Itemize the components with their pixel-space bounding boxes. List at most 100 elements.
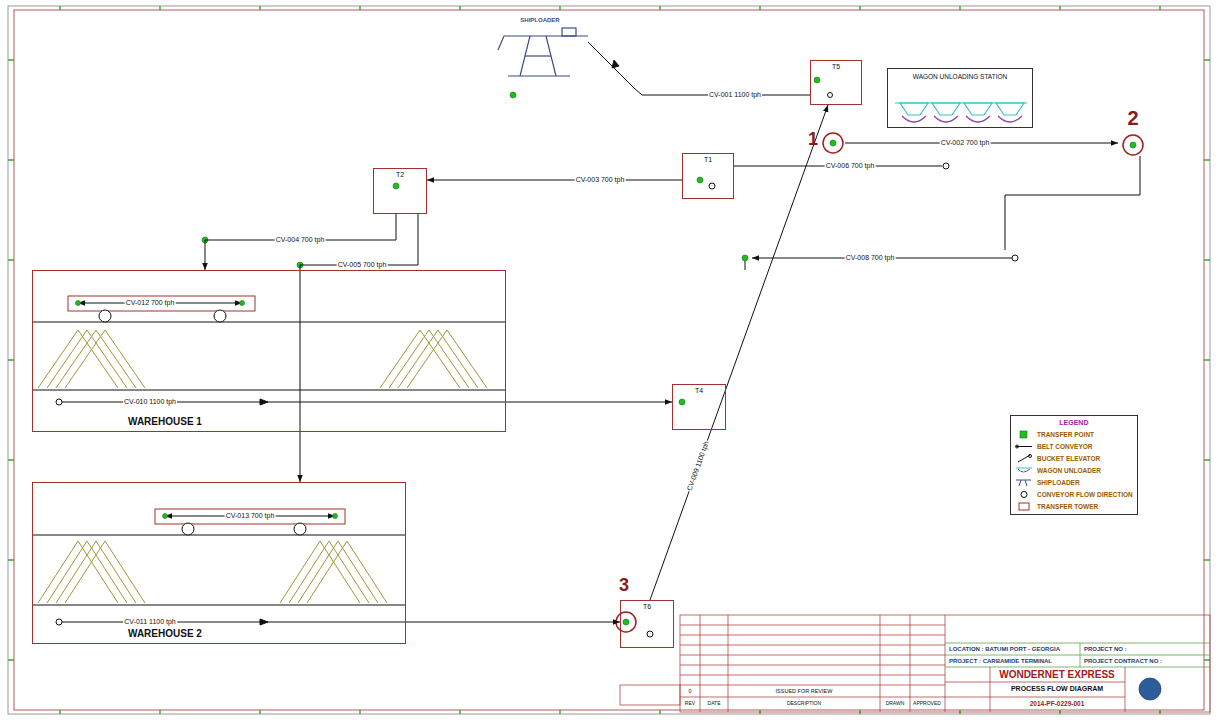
legend-label: WAGON UNLOADER xyxy=(1037,467,1101,474)
company-logo xyxy=(1139,678,1161,700)
table-cell: APPROVED xyxy=(912,701,942,707)
legend-symbol xyxy=(1019,503,1029,510)
conveyor xyxy=(427,180,682,181)
transfer-point xyxy=(333,514,338,519)
shuttle-wheel xyxy=(294,523,306,535)
title-block xyxy=(620,615,1210,712)
callout-circle xyxy=(1123,135,1143,155)
tail-pulley xyxy=(1012,255,1018,261)
stockpile xyxy=(380,330,460,388)
revision-rows xyxy=(680,625,945,697)
frame-tick xyxy=(359,6,361,10)
legend-sample xyxy=(1015,442,1033,451)
legend-row: BUCKET ELEVATOR xyxy=(1015,454,1133,463)
callout-number: 1 xyxy=(807,130,819,150)
frame-tick xyxy=(1204,559,1210,561)
transfer-point xyxy=(697,177,703,183)
revision-columns xyxy=(700,615,945,712)
table-cell: 0 xyxy=(687,688,692,694)
conveyor-label: CV-001 1100 tph xyxy=(708,91,762,99)
title-field: LOCATION : BATUMI PORT - GEORGIA xyxy=(948,646,1061,653)
conveyor-label: CV-013 700 tph xyxy=(225,512,276,520)
frame-tick xyxy=(459,710,461,714)
warehouse-divider xyxy=(32,605,406,606)
conveyor-label: CV-010 1100 tph xyxy=(123,398,177,406)
legend-title: LEGEND xyxy=(1015,419,1133,427)
title-field: PROJECT : CARBAMIDE TERMINAL xyxy=(948,658,1053,665)
legend-label: CONVEYOR FLOW DIRECTION xyxy=(1037,491,1133,498)
legend-sample xyxy=(1015,466,1033,475)
frame-tick xyxy=(8,459,14,461)
conveyor-label: CV-003 700 tph xyxy=(575,176,626,184)
shuttle-frame xyxy=(68,296,255,311)
frame-tick xyxy=(8,559,14,561)
conveyor-line xyxy=(1005,156,1140,250)
callout-circle xyxy=(823,133,843,153)
conveyor-label: CV-005 700 tph xyxy=(337,261,388,269)
legend-row: BELT CONVEYOR xyxy=(1015,442,1133,451)
stockpile xyxy=(398,330,478,388)
frame-tick xyxy=(8,59,14,61)
frame-tick xyxy=(1159,6,1161,10)
shiploader-boom xyxy=(498,36,588,50)
stockpile xyxy=(56,330,136,388)
legend-symbol xyxy=(1016,445,1033,448)
frame-tick xyxy=(159,6,161,10)
table-cell: REV xyxy=(684,701,696,707)
legend-label: BELT CONVEYOR xyxy=(1037,443,1093,450)
frame-tick xyxy=(1204,459,1210,461)
conveyor xyxy=(406,622,620,623)
frame-tick xyxy=(59,6,61,10)
title-field: PROJECT CONTRACT NO : xyxy=(1083,658,1163,665)
transfer-tower: T2 xyxy=(373,168,427,214)
table-cell: DATE xyxy=(707,701,722,707)
node-label: WAREHOUSE 1 xyxy=(128,416,202,427)
stockpile xyxy=(389,330,469,388)
conveyor-label: CV-009 1100 tph xyxy=(685,440,711,493)
drawing-number: 2014-PF-0229-001 xyxy=(1029,700,1086,707)
shiploader-symbol xyxy=(498,28,588,76)
stockpile xyxy=(407,330,487,388)
flow-arrow xyxy=(260,399,268,405)
conveyor-label: CV-012 700 tph xyxy=(125,299,176,307)
flow-arrow xyxy=(260,619,268,625)
frame-tick xyxy=(759,6,761,10)
warehouse-divider xyxy=(32,535,406,536)
drawing-frame xyxy=(8,6,1210,714)
frame-tick xyxy=(959,6,961,10)
node-label: T4 xyxy=(695,387,703,395)
stockpile xyxy=(289,541,369,603)
callout-circles xyxy=(616,133,1143,632)
legend-symbol xyxy=(1016,480,1031,486)
tail-pulley xyxy=(709,183,715,189)
transfer-point xyxy=(679,399,685,405)
unloading-station: WAGON UNLOADING STATION xyxy=(887,68,1033,128)
stockpile xyxy=(280,541,360,603)
title-rows xyxy=(945,667,1125,712)
frame-tick xyxy=(1204,59,1210,61)
conveyor-label: CV-002 700 tph xyxy=(940,139,991,147)
transfer-tower: T5 xyxy=(810,60,862,105)
tail-pulley xyxy=(56,399,62,405)
legend-symbol xyxy=(1018,469,1030,472)
transfer-point xyxy=(76,301,81,306)
shuttle-wheel xyxy=(99,310,111,322)
frame-tick xyxy=(1204,259,1210,261)
title-field: PROJECT NO : xyxy=(1083,646,1128,653)
frame-tick xyxy=(8,259,14,261)
conveyor-label: CV-006 700 tph xyxy=(825,162,876,170)
stockpile xyxy=(298,541,378,603)
frame-tick xyxy=(259,710,261,714)
conveyor xyxy=(205,214,396,270)
frame-tick xyxy=(8,159,14,161)
frame-tick xyxy=(159,710,161,714)
table-cell: DRAWN xyxy=(885,701,906,707)
inner-frame xyxy=(14,10,1204,710)
conveyor-label: CV-004 700 tph xyxy=(275,236,326,244)
conveyor-label: CV-011 1100 tph xyxy=(123,618,177,626)
legend-row: CONVEYOR FLOW DIRECTION xyxy=(1015,490,1133,499)
stockpile xyxy=(47,541,127,603)
conveyor xyxy=(506,402,672,403)
